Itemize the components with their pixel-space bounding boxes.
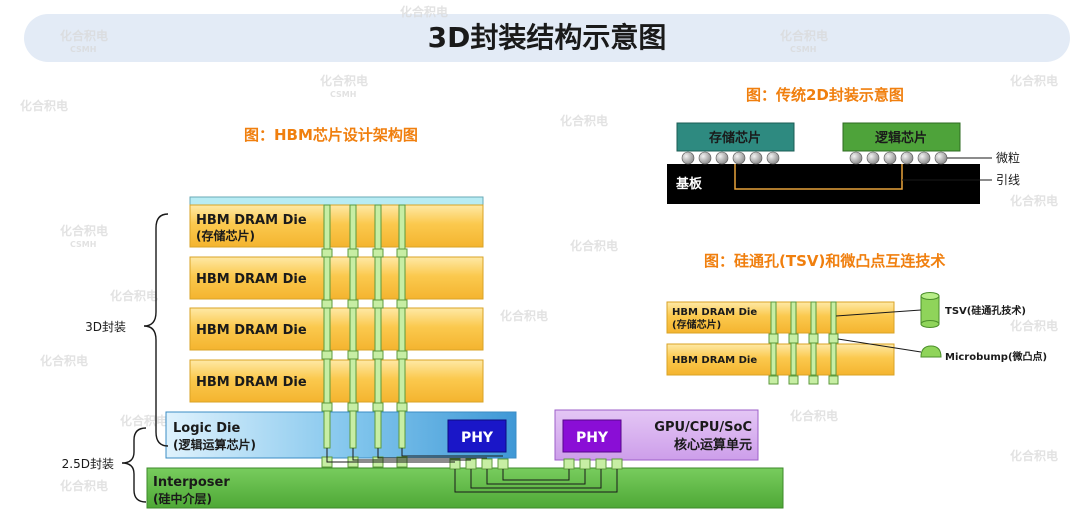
- watermark: 化合积电: [790, 408, 838, 423]
- logic-die-label: Logic Die: [173, 421, 240, 436]
- interconnect-wires: [326, 448, 618, 493]
- tsv-die-bottom: HBM DRAM Die: [666, 343, 895, 376]
- watermark: 化合积电: [60, 478, 108, 493]
- interposer-sublabel: (硅中介层): [153, 491, 212, 506]
- watermark: 化合积电: [40, 353, 88, 368]
- tsv-figure-title: 图：硅通孔(TSV)和微凸点互连技术: [704, 252, 946, 270]
- svg-text:化合积电: 化合积电: [60, 478, 108, 493]
- legacy-figure-title: 图：传统2D封装示意图: [746, 86, 904, 104]
- gpu-phy: PHY: [562, 419, 622, 453]
- die-label: HBM DRAM Die: [196, 323, 307, 338]
- watermark: 化合积电: [570, 238, 618, 253]
- watermark: 化合积电: [120, 413, 168, 428]
- page-title: 3D封装结构示意图: [427, 21, 667, 54]
- svg-text:CSMH: CSMH: [330, 90, 356, 99]
- legacy-substrate: 基板: [667, 164, 980, 204]
- brace-25d: [121, 427, 147, 503]
- watermark: 化合积电: [560, 113, 608, 128]
- svg-text:化合积电: 化合积电: [60, 28, 108, 43]
- tsv-die-bottom-label: HBM DRAM Die: [672, 355, 757, 366]
- svg-text:化合积电: 化合积电: [120, 413, 168, 428]
- heat-spreader: [189, 196, 484, 206]
- hbm-figure-title: 图：HBM芯片设计架构图: [244, 126, 418, 144]
- watermark: 化合积电 CSMH: [320, 73, 368, 99]
- phy-label: PHY: [576, 430, 609, 446]
- svg-text:化合积电: 化合积电: [20, 98, 68, 113]
- tsv-columns: [768, 301, 839, 385]
- watermark: 化合积电: [500, 308, 548, 323]
- interposer-label: Interposer: [153, 475, 230, 490]
- substrate-label: 基板: [675, 176, 703, 192]
- svg-text:CSMH: CSMH: [70, 45, 96, 54]
- logic-die-sublabel: (逻辑运算芯片): [173, 437, 256, 452]
- tsv-leader: [835, 309, 922, 317]
- legacy-memory-chip: 存储芯片: [676, 122, 795, 152]
- svg-text:化合积电: 化合积电: [570, 238, 618, 253]
- watermark: 化合积电: [1010, 73, 1058, 88]
- svg-text:化合积电: 化合积电: [1010, 318, 1058, 333]
- hbm-die-3: HBM DRAM Die: [189, 307, 484, 351]
- tsv-label: TSV(硅通孔技术): [945, 304, 1026, 317]
- svg-text:化合积电: 化合积电: [400, 4, 448, 19]
- svg-text:化合积电: 化合积电: [60, 223, 108, 238]
- legacy-wire: [734, 164, 903, 190]
- die-label: HBM DRAM Die: [196, 375, 307, 390]
- watermark: 化合积电: [1010, 193, 1058, 208]
- svg-text:化合积电: 化合积电: [1010, 448, 1058, 463]
- watermark: 化合积电: [1010, 318, 1058, 333]
- gpu-label: GPU/CPU/SoC: [654, 420, 752, 435]
- watermark: 化合积电 CSMH: [60, 28, 108, 54]
- svg-text:化合积电: 化合积电: [110, 288, 158, 303]
- microbump-leader: [837, 338, 922, 353]
- die-label: HBM DRAM Die: [196, 272, 307, 287]
- tsv-die-top-sublabel: (存储芯片): [672, 318, 721, 331]
- hbm-die-2: HBM DRAM Die: [189, 256, 484, 300]
- hbm-die-4: HBM DRAM Die: [189, 359, 484, 403]
- hbm-die-1: HBM DRAM Die (存储芯片): [189, 204, 484, 248]
- tsv-die-top: HBM DRAM Die (存储芯片): [666, 301, 895, 334]
- tsv-stack: [321, 204, 408, 449]
- memory-chip-label: 存储芯片: [709, 130, 761, 146]
- watermark: 化合积电: [110, 288, 158, 303]
- svg-text:化合积电: 化合积电: [560, 113, 608, 128]
- phy-label: PHY: [461, 430, 494, 446]
- svg-text:化合积电: 化合积电: [780, 28, 828, 43]
- svg-text:化合积电: 化合积电: [40, 353, 88, 368]
- watermark: 化合积电: [400, 4, 448, 19]
- title-banner: 3D封装结构示意图: [24, 14, 1070, 62]
- watermark: 化合积电: [20, 98, 68, 113]
- interposer: Interposer (硅中介层): [146, 467, 784, 509]
- tsv-die-top-label: HBM DRAM Die: [672, 307, 757, 318]
- svg-text:化合积电: 化合积电: [1010, 73, 1058, 88]
- svg-text:化合积电: 化合积电: [1010, 193, 1058, 208]
- svg-text:化合积电: 化合积电: [790, 408, 838, 423]
- watermark: 化合积电 CSMH: [780, 28, 828, 54]
- legacy-logic-chip: 逻辑芯片: [842, 122, 961, 152]
- watermark: 化合积电: [1010, 448, 1058, 463]
- svg-text:化合积电: 化合积电: [500, 308, 548, 323]
- brace-3d: [143, 213, 169, 447]
- svg-text:化合积电: 化合积电: [320, 73, 368, 88]
- svg-text:CSMH: CSMH: [70, 240, 96, 249]
- logic-chip-label: 逻辑芯片: [875, 130, 927, 146]
- die-sublabel: (存储芯片): [196, 228, 255, 243]
- gpu-sublabel: 核心运算单元: [674, 437, 752, 453]
- brace-25d-label: 2.5D封装: [62, 457, 114, 471]
- wire-label: 引线: [996, 173, 1020, 187]
- svg-text:CSMH: CSMH: [790, 45, 816, 54]
- die-label: HBM DRAM Die: [196, 213, 307, 228]
- tsv-cylinder-icon: [920, 292, 940, 328]
- logic-phy: PHY: [447, 419, 507, 453]
- brace-3d-label: 3D封装: [85, 320, 126, 334]
- microbump-icon: [920, 345, 942, 358]
- watermark: 化合积电 CSMH: [60, 223, 108, 249]
- microbump-label: Microbump(微凸点): [945, 350, 1047, 363]
- legacy-bumps: [681, 151, 948, 165]
- bump-label: 微粒: [996, 150, 1020, 165]
